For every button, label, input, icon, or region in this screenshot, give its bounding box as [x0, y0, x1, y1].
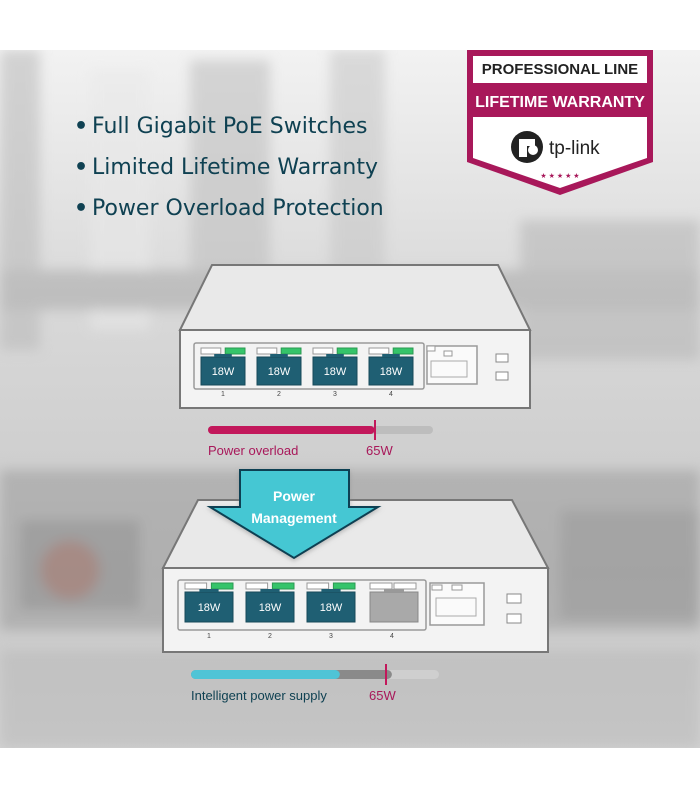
- top-meter-label: Power overload: [208, 443, 298, 458]
- badge-brand: tp-link: [549, 138, 600, 159]
- top-led-indicator-icon: [495, 371, 509, 381]
- port-number: 1: [207, 633, 211, 640]
- port-body: [200, 356, 246, 386]
- port-number: 2: [277, 391, 281, 398]
- port-number: 4: [389, 391, 393, 398]
- feature-text: Limited Lifetime Warranty: [92, 155, 378, 180]
- bullet-icon: •: [74, 155, 89, 180]
- feature-item: •Limited Lifetime Warranty: [74, 147, 384, 188]
- arrow-label-line2: Management: [251, 510, 337, 526]
- port-number: 3: [333, 391, 337, 398]
- port-led-right-icon: [280, 347, 302, 355]
- feature-text: Power Overload Protection: [92, 196, 384, 221]
- bottom-uplink-port: [429, 582, 485, 626]
- top-ports: 18W 18W 18W 18W: [200, 347, 414, 386]
- bullet-icon: •: [74, 196, 89, 221]
- top-switch: 18W 18W 18W 18W 1 2 3 4: [178, 264, 532, 409]
- port-led-right-icon: [392, 347, 414, 355]
- port-led-left: [312, 347, 334, 355]
- port-led-right-icon: [332, 582, 356, 590]
- port-tab: [382, 354, 400, 357]
- badge-line1: PROFESSIONAL LINE: [482, 61, 638, 78]
- bottom-led-indicator-icon: [506, 613, 522, 624]
- port-led-right-icon: [336, 347, 358, 355]
- bottom-ports: 18W 18W 18W: [184, 582, 356, 623]
- power-management-arrow: Power Management: [206, 469, 382, 560]
- feature-item: •Full Gigabit PoE Switches: [74, 106, 384, 147]
- port-power-label: 18W: [380, 366, 403, 378]
- arrow-label-line1: Power: [273, 488, 316, 504]
- port-tab: [321, 589, 341, 592]
- top-power-meter: Power overload 65W: [208, 420, 433, 458]
- port-body: [256, 356, 302, 386]
- bottom-meter-marker: [385, 664, 387, 685]
- port-power-label: 18W: [320, 602, 343, 614]
- port-tab: [270, 354, 288, 357]
- port-led-right-icon: [271, 582, 295, 590]
- bottom-port-4-disabled: [369, 582, 419, 623]
- port-power-label: 18W: [268, 366, 291, 378]
- tp-link-logo-icon: [511, 131, 543, 163]
- bullet-icon: •: [74, 114, 89, 139]
- top-meter-marker: [374, 420, 376, 440]
- bottom-meter-label: Intelligent power supply: [191, 688, 327, 703]
- bottom-port-group: [177, 579, 427, 631]
- badge-line2: LIFETIME WARRANTY: [475, 94, 645, 111]
- port-power-label: 18W: [259, 602, 282, 614]
- top-meter-value: 65W: [366, 443, 393, 458]
- bottom-power-meter: Intelligent power supply 65W: [191, 664, 439, 703]
- port: 18W: [184, 582, 234, 623]
- port-number: 4: [390, 633, 394, 640]
- port-power-label: 18W: [212, 366, 235, 378]
- port-tab: [326, 354, 344, 357]
- port-led-left: [184, 582, 208, 590]
- bottom-meter-fill: [191, 670, 340, 679]
- feature-list: •Full Gigabit PoE Switches •Limited Life…: [74, 106, 384, 229]
- bottom-led-indicator-icon: [506, 593, 522, 604]
- port-led-right-icon: [210, 582, 234, 590]
- feature-text: Full Gigabit PoE Switches: [92, 114, 368, 139]
- port-body: [368, 356, 414, 386]
- top-uplink-port: [426, 345, 478, 385]
- port-led-left: [368, 347, 390, 355]
- port-tab: [199, 589, 219, 592]
- feature-item: •Power Overload Protection: [74, 188, 384, 229]
- port-body: [312, 356, 358, 386]
- port-led-left: [256, 347, 278, 355]
- port-led-left: [200, 347, 222, 355]
- port-led-left: [306, 582, 330, 590]
- port: 18W: [245, 582, 295, 623]
- top-led-indicator-icon: [495, 353, 509, 363]
- port: 18W: [306, 582, 356, 623]
- top-port-numbers: 1 2 3 4: [221, 391, 393, 398]
- warranty-badge: PROFESSIONAL LINE LIFETIME WARRANTY tp-l…: [467, 50, 653, 195]
- port-power-label: 18W: [324, 366, 347, 378]
- port-power-label: 18W: [198, 602, 221, 614]
- badge-stars-icon: ★ ★ ★ ★ ★: [540, 172, 579, 180]
- port: 18W: [368, 347, 414, 386]
- port-tab: [260, 589, 280, 592]
- port: 18W: [312, 347, 358, 386]
- port-led-right-icon: [224, 347, 246, 355]
- port-number: 1: [221, 391, 225, 398]
- port-number: 3: [329, 633, 333, 640]
- port-led-left: [245, 582, 269, 590]
- bottom-meter-value: 65W: [369, 688, 396, 703]
- bottom-switch: 18W 18W 18W 1 2 3 4: [161, 499, 550, 653]
- port: 18W: [256, 347, 302, 386]
- port-number: 2: [268, 633, 272, 640]
- port-body: [306, 591, 356, 623]
- top-port-group: [193, 342, 425, 390]
- port-tab: [214, 354, 232, 357]
- top-meter-fill: [208, 426, 375, 434]
- port: 18W: [200, 347, 246, 386]
- port-body: [184, 591, 234, 623]
- top-switch-lid: [178, 264, 532, 331]
- bottom-port-numbers: 1 2 3 4: [207, 633, 394, 640]
